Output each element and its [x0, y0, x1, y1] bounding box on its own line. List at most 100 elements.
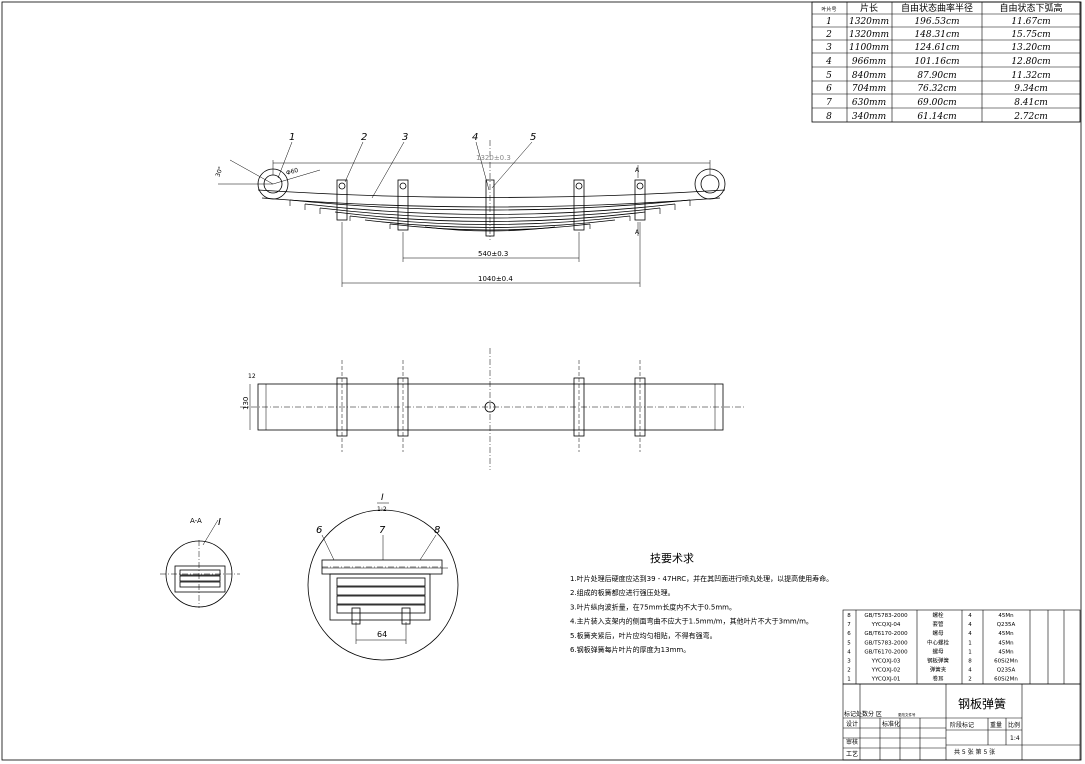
parts-list-cell: GB/T6170-2000: [864, 631, 908, 637]
parts-list-cell: 4: [968, 668, 972, 674]
tech-requirements: 技要术求 1.叶片处理后硬度应达到39 - 47HRC，并在其凹面进行喷丸处理，…: [570, 552, 833, 654]
parts-list-cell: 1: [968, 640, 972, 646]
parts-list-cell: 4: [968, 631, 972, 637]
parts-list-cell: 45Mn: [998, 640, 1014, 646]
parts-list-cell: GB/T5783-2000: [864, 640, 908, 646]
parts-list-cell: 螺母: [932, 647, 944, 655]
tech-requirement-item: 2.组成的板簧都应进行强压处理。: [570, 588, 675, 597]
parts-list-cell: 4: [968, 613, 972, 619]
leaf-table-cell: 12.80cm: [1011, 57, 1050, 67]
leaf-table-cell: 87.90cm: [917, 71, 956, 81]
parts-list-cell: 7: [847, 622, 851, 628]
parts-list-cell: 60Si2Mn: [994, 659, 1018, 665]
section-view: [160, 519, 240, 608]
title-block-scale-value: 1:4: [1010, 735, 1020, 742]
title-block-mark-extra: 更改文件号: [898, 712, 916, 717]
title-block-mark-row: 标记处数分 区: [844, 710, 882, 718]
leaf-table-cell: 15.75cm: [1011, 30, 1050, 40]
leaf-table-cell: 101.16cm: [914, 57, 959, 67]
parts-list-cell: YYCQXJ-02: [871, 668, 901, 674]
parts-list-cell: 螺栓: [932, 611, 944, 619]
title-block-stage-mark: 阶段标记: [950, 721, 974, 729]
section-view-callout: I: [218, 517, 221, 528]
leaf-table-cell: 124.61cm: [914, 43, 959, 53]
front-view-labels: 1 2 3 4 5 1320±0.3 540±0.3 1040±0.4 30° …: [214, 132, 640, 283]
title-block-weight: 重量: [990, 721, 1002, 729]
callout-4: 4: [472, 132, 478, 143]
callout-2: 2: [361, 132, 367, 143]
parts-list-cell: 4: [847, 649, 851, 655]
leaf-table-cell: 4: [825, 57, 832, 67]
callout-3: 3: [402, 132, 408, 143]
parts-list-cell: 卷耳: [932, 675, 944, 683]
section-mark-bottom: A: [635, 229, 640, 236]
leaf-table-cell: 7: [826, 98, 832, 108]
tech-requirement-item: 3.叶片纵向波折量，在75mm长度内不大于0.5mm。: [570, 602, 736, 611]
detail-view-labels: I 1:2 6 7 8 64: [316, 493, 440, 639]
title-block-design: 设计: [846, 720, 858, 728]
parts-list-cell: 钢板弹簧: [927, 657, 950, 665]
title-block-sheet-info: 共 5 张 第 5 张: [954, 748, 995, 756]
leaf-table-header-length: 片长: [860, 2, 878, 14]
tech-requirement-item: 6.钢板弹簧每片叶片的厚度为13mm。: [570, 645, 690, 654]
parts-list-cell: YYCQXJ-01: [871, 677, 901, 683]
callout-7: 7: [379, 525, 386, 536]
leaf-table: 叶片号 片长 自由状态曲率半径 自由状态下弧高 1 1320mm 196.53cm 1…: [811, 1, 1081, 123]
leaf-table-header-no: 叶片号: [821, 6, 836, 13]
parts-list-cell: 45Mn: [998, 613, 1014, 619]
parts-list-cell: GB/T6170-2000: [864, 649, 908, 655]
parts-list-cell: 1: [847, 677, 851, 683]
detail-view-width-dim: 64: [377, 630, 387, 639]
parts-list-cell: 2: [847, 668, 851, 674]
callout-8: 8: [434, 525, 440, 536]
parts-list-cell: 8: [847, 613, 851, 619]
parts-list-cell: 6: [847, 631, 851, 637]
parts-list-cell: 1: [968, 649, 972, 655]
leaf-table-cell: 3: [826, 43, 832, 53]
leaf-table-cell: 340mm: [852, 112, 886, 122]
leaf-table-cell: 148.31cm: [914, 30, 959, 40]
title-block-process: 工艺: [846, 750, 858, 758]
leaf-table-header-arc: 自由状态下弧高: [999, 2, 1062, 14]
parts-list-cell: 60Si2Mn: [994, 677, 1018, 683]
leaf-table-cell: 5: [826, 71, 832, 81]
parts-list-cell: 4: [968, 622, 972, 628]
leaf-table-cell: 13.20cm: [1011, 43, 1050, 53]
parts-list-cell: Q235A: [997, 668, 1016, 674]
leaf-table-cell: 6: [826, 84, 832, 94]
leaf-table-cell: 704mm: [852, 84, 886, 94]
leaf-table-cell: 8: [826, 112, 832, 122]
leaf-table-cell: 2: [825, 30, 832, 40]
leaf-table-cell: 1: [826, 17, 832, 27]
callout-6: 6: [316, 525, 322, 536]
leaf-table-header-radius: 自由状态曲率半径: [901, 2, 973, 14]
leaf-table-cell: 69.00cm: [917, 98, 956, 108]
dim-clamp-spacing: 540±0.3: [478, 250, 508, 258]
parts-list-cell: Q235A: [997, 622, 1016, 628]
parts-list-cell: 3: [847, 659, 851, 665]
leaf-table-cell: 61.14cm: [917, 112, 956, 122]
parts-list-cell: 弹簧夹: [930, 666, 947, 674]
leaf-table-cell: 76.32cm: [917, 84, 956, 94]
dim-total-length: 1320±0.3: [476, 154, 511, 162]
title-block-scale-label: 比例: [1008, 721, 1020, 729]
tech-requirement-item: 5.板簧夹紧后，叶片应均匀相贴，不得有强弯。: [570, 631, 717, 640]
parts-list-cell: 45Mn: [998, 631, 1014, 637]
eye-dim: Φ60: [285, 167, 299, 177]
top-view-width-dim: 130: [242, 397, 250, 410]
parts-list-cell: GB/T5783-2000: [864, 613, 908, 619]
parts-list-cell: 2: [968, 677, 972, 683]
angle-label: 30°: [214, 166, 224, 178]
callout-5: 5: [530, 132, 536, 143]
tech-requirement-item: 1.叶片处理后硬度应达到39 - 47HRC，并在其凹面进行喷丸处理，以提高使用…: [570, 574, 833, 583]
parts-list-cell: 套管: [932, 620, 944, 628]
parts-list-cell: 45Mn: [998, 649, 1014, 655]
section-mark-top: A: [635, 167, 640, 174]
top-view: [240, 348, 745, 470]
detail-view: [307, 509, 459, 661]
leaf-table-cell: 196.53cm: [914, 17, 959, 27]
leaf-table-cell: 11.32cm: [1011, 71, 1050, 81]
title-block-review: 审核: [846, 738, 858, 746]
leaf-table-cell: 1320mm: [849, 30, 889, 40]
